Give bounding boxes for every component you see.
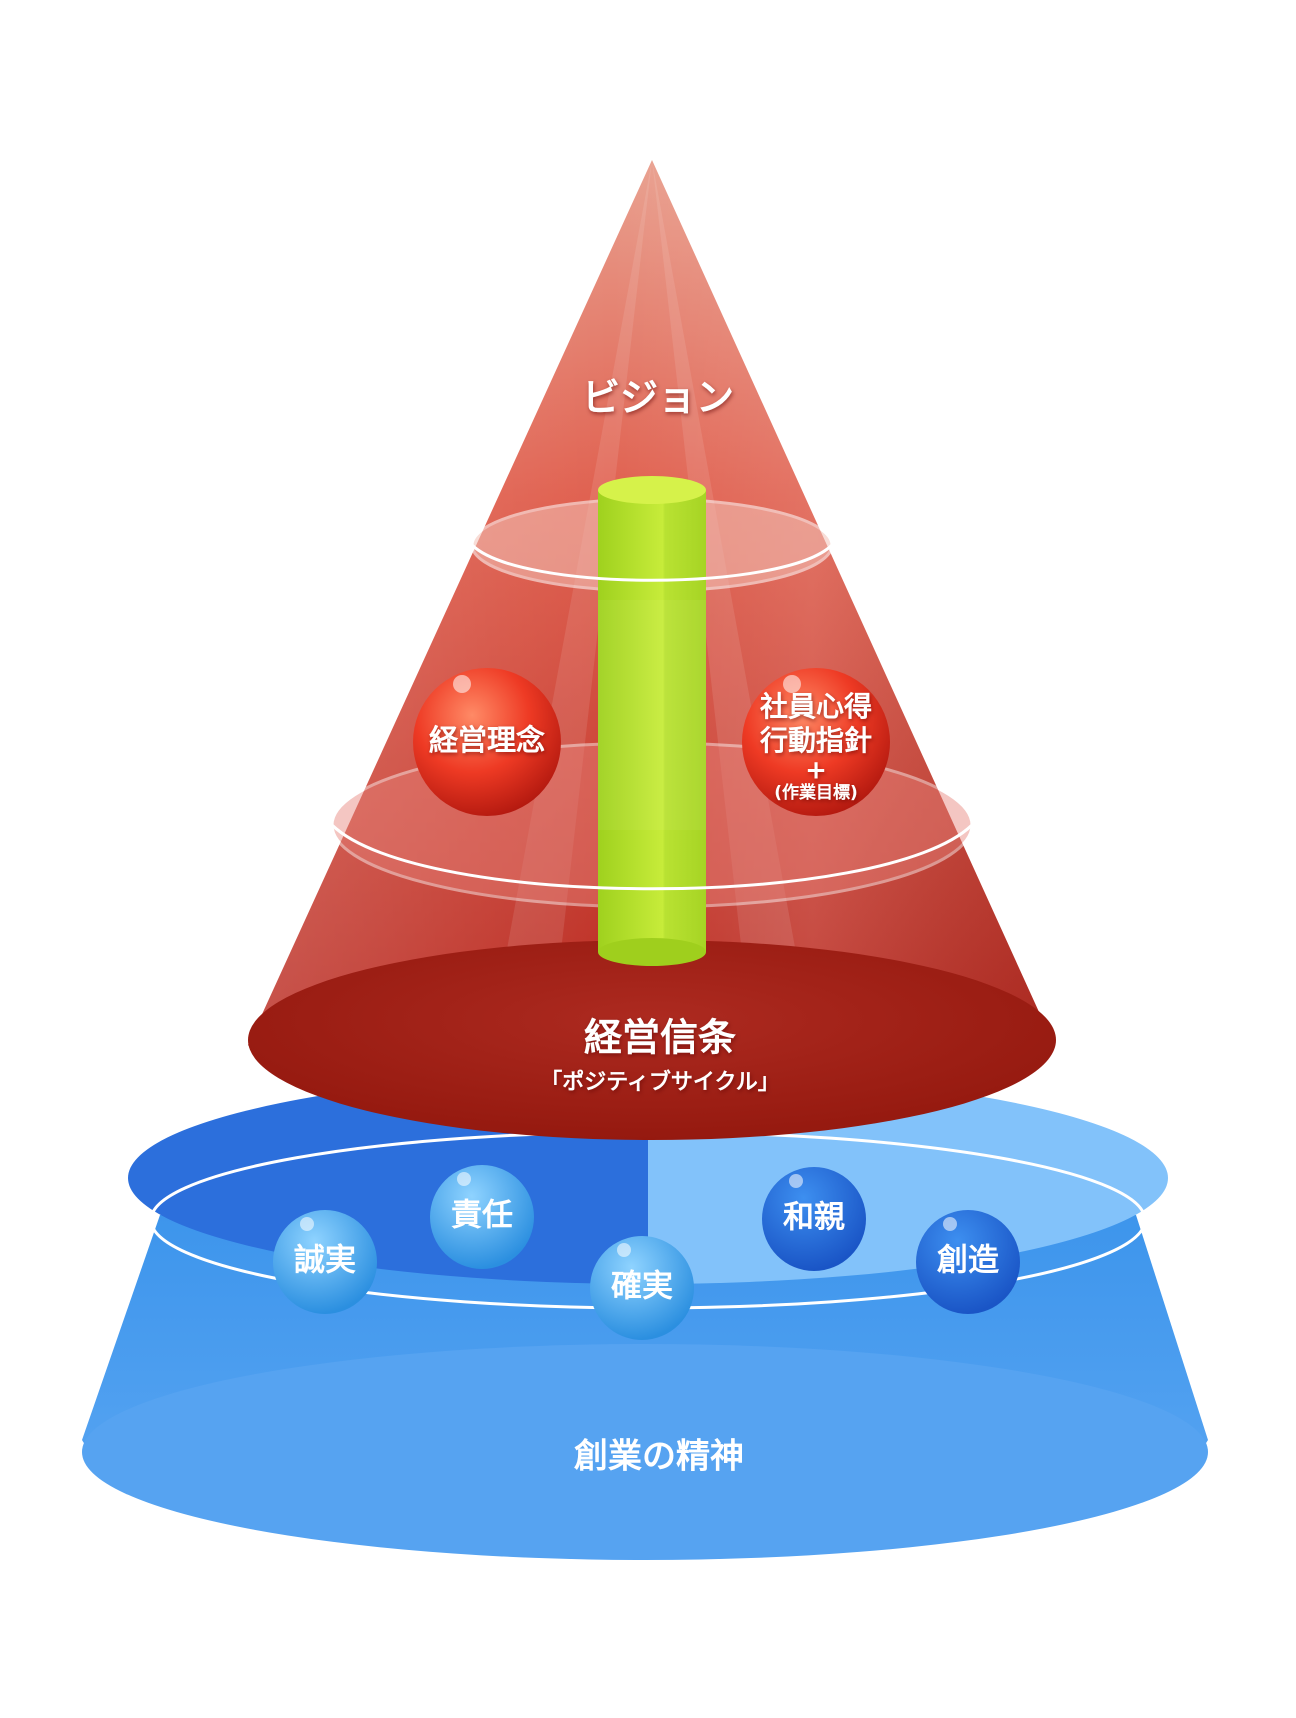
- creed-subtitle: 「ポジティブサイクル」: [540, 1069, 780, 1095]
- guidelines-ball: 社員心得 行動指針 + (作業目標): [742, 668, 890, 816]
- pillar: [598, 476, 706, 966]
- value-bubble-3: 確実: [590, 1236, 694, 1340]
- value-bubble-label: 確実: [611, 1269, 673, 1305]
- value-bubble-circle: [273, 1210, 377, 1314]
- value-bubble-5: 創造: [916, 1210, 1020, 1314]
- creed-title: 経営信条: [584, 1016, 736, 1060]
- value-bubble-circle: [762, 1167, 866, 1271]
- cone-base: [248, 940, 1056, 1140]
- guidelines-line1: 社員心得: [760, 690, 872, 723]
- value-bubble-label: 誠実: [294, 1243, 356, 1279]
- value-bubble-label: 責任: [451, 1198, 513, 1234]
- philosophy-ball: 経営理念: [413, 668, 561, 816]
- foundation-bottom-edge: [82, 1344, 1208, 1560]
- guidelines-line2: 行動指針: [759, 724, 872, 757]
- philosophy-label: 経営理念: [429, 723, 545, 757]
- value-bubble-label: 創造: [937, 1243, 999, 1279]
- foundation-title: 創業の精神: [574, 1437, 744, 1477]
- value-bubble-circle: [916, 1210, 1020, 1314]
- value-bubble-circle: [430, 1165, 534, 1269]
- value-bubble-1: 誠実: [273, 1210, 377, 1314]
- guidelines-line3: (作業目標): [774, 782, 858, 803]
- value-bubble-4: 和親: [762, 1167, 866, 1271]
- guidelines-plus: +: [805, 756, 827, 786]
- vision-label: ビジョン: [582, 376, 734, 420]
- value-bubble-circle: [590, 1236, 694, 1340]
- value-bubble-2: 責任: [430, 1165, 534, 1269]
- value-bubble-label: 和親: [783, 1200, 845, 1236]
